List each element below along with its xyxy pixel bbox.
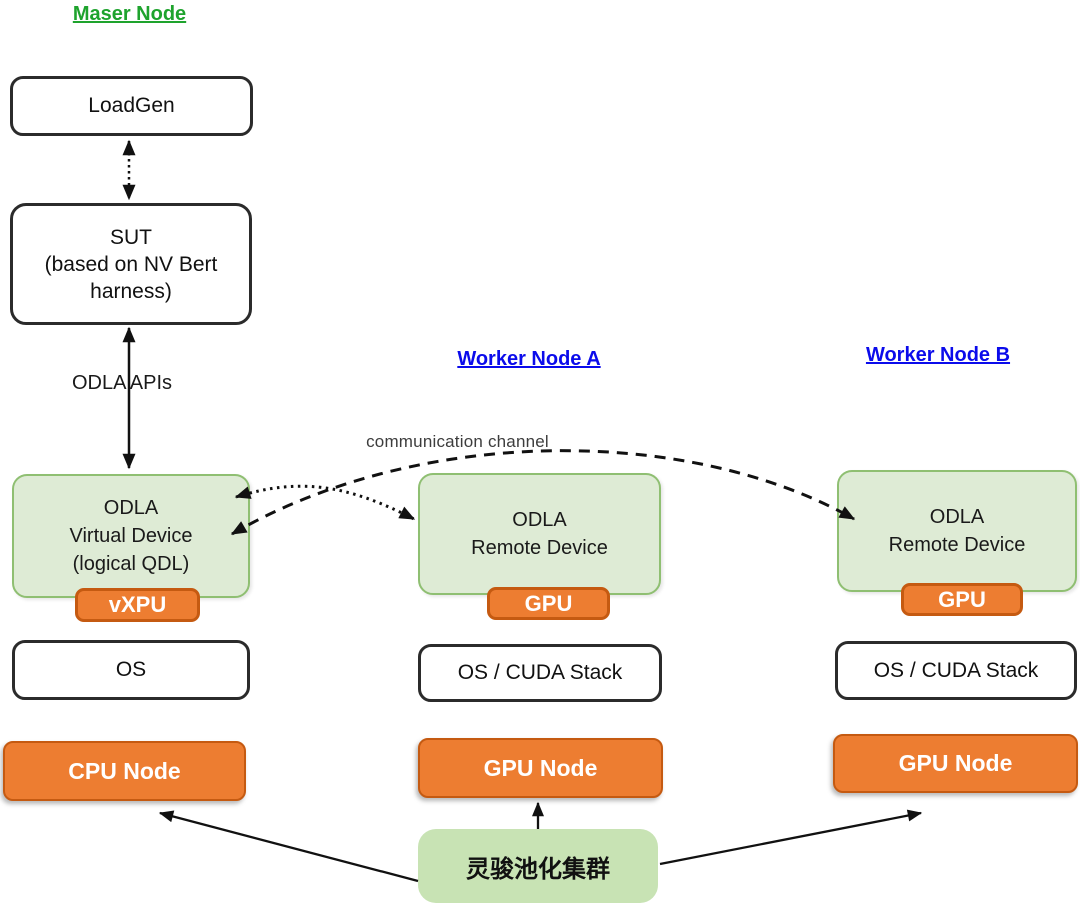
master-node-title: Maser Node [72, 3, 187, 25]
comm-channel-dotted-arrow-a [234, 484, 416, 521]
odla-remote-device-box-b: ODLA Remote Device [837, 470, 1077, 592]
odla-virtual-device-box: ODLA Virtual Device (logical QDL) [12, 474, 250, 598]
gpu-badge-b: GPU [901, 583, 1023, 616]
odla-remote-device-box-a: ODLA Remote Device [418, 473, 661, 595]
gpu-node-box-a: GPU Node [418, 738, 663, 798]
odla-apis-label: ODLA APIs [71, 372, 173, 394]
worker-node-b-title: Worker Node B [865, 344, 1011, 366]
os-box-master: OS [12, 640, 250, 700]
os-cuda-box-a: OS / CUDA Stack [418, 644, 662, 702]
cpu-node-box: CPU Node [3, 741, 246, 801]
lingjun-cluster-box: 灵骏池化集群 [418, 829, 658, 903]
loadgen-box: LoadGen [10, 76, 253, 136]
communication-channel-label: communication channel [366, 432, 549, 451]
worker-node-a-title: Worker Node A [457, 348, 601, 370]
cluster-to-gpu-node-b-arrow [659, 809, 923, 866]
cluster-to-cpu-node-arrow [158, 810, 419, 883]
sut-box: SUT (based on NV Bert harness) [10, 203, 252, 325]
os-cuda-box-b: OS / CUDA Stack [835, 641, 1077, 700]
gpu-node-box-b: GPU Node [833, 734, 1078, 793]
vxpu-badge: vXPU [75, 588, 200, 622]
gpu-badge-a: GPU [487, 587, 610, 620]
